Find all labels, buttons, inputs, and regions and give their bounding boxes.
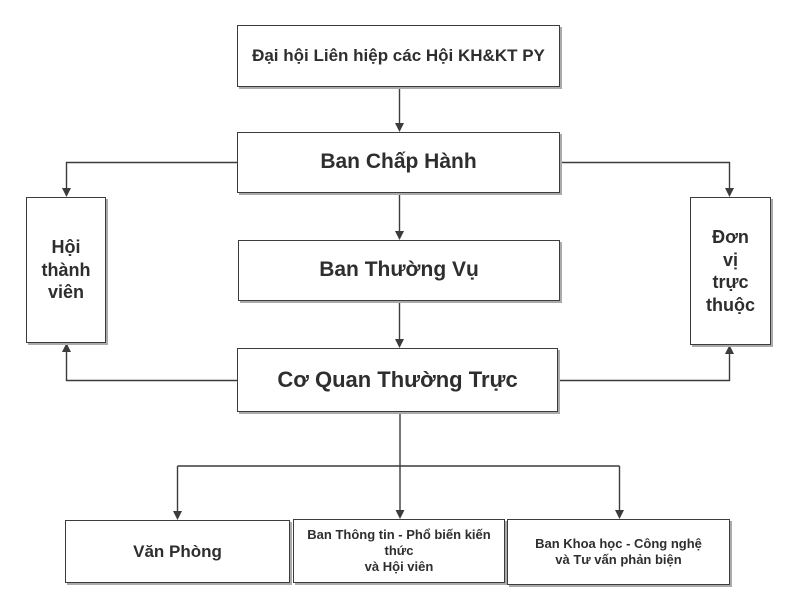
node-ban-thuong-vu: Ban Thường Vụ — [238, 240, 560, 301]
node-ban-khoa-hoc: Ban Khoa học - Công nghệ và Tư vấn phản … — [507, 519, 730, 585]
arrowhead-down-icon — [725, 188, 734, 197]
arrowhead-down-icon — [395, 231, 404, 240]
arrowhead-up-icon — [62, 343, 71, 352]
node-dai-hoi-lien-hiep: Đại hội Liên hiệp các Hội KH&KT PY — [237, 25, 560, 87]
node-co-quan-thuong-truc: Cơ Quan Thường Trực — [237, 348, 558, 412]
arrowhead-down-icon — [395, 510, 405, 519]
node-hoi-thanh-vien: Hội thành viên — [26, 197, 106, 343]
node-don-vi-truc-thuoc: Đơn vị trực thuộc — [690, 197, 771, 345]
arrowhead-up-icon — [725, 345, 734, 354]
arrowhead-down-icon — [395, 123, 404, 132]
edge-banchaphanh-donvi — [560, 161, 731, 188]
edge-coquan-hoithanhvien — [65, 352, 237, 382]
node-van-phong: Văn Phòng — [65, 520, 290, 583]
arrowhead-down-icon — [173, 511, 182, 520]
arrowhead-down-icon — [62, 188, 71, 197]
node-ban-thong-tin: Ban Thông tin - Phổ biến kiến thức và Hộ… — [293, 519, 505, 583]
edge-banchaphanh-hoithanhvien — [65, 161, 237, 188]
node-ban-chap-hanh: Ban Chấp Hành — [237, 132, 560, 193]
arrowhead-down-icon — [615, 510, 624, 519]
arrowhead-down-icon — [395, 339, 404, 348]
edge-coquan-donvi — [558, 354, 731, 382]
